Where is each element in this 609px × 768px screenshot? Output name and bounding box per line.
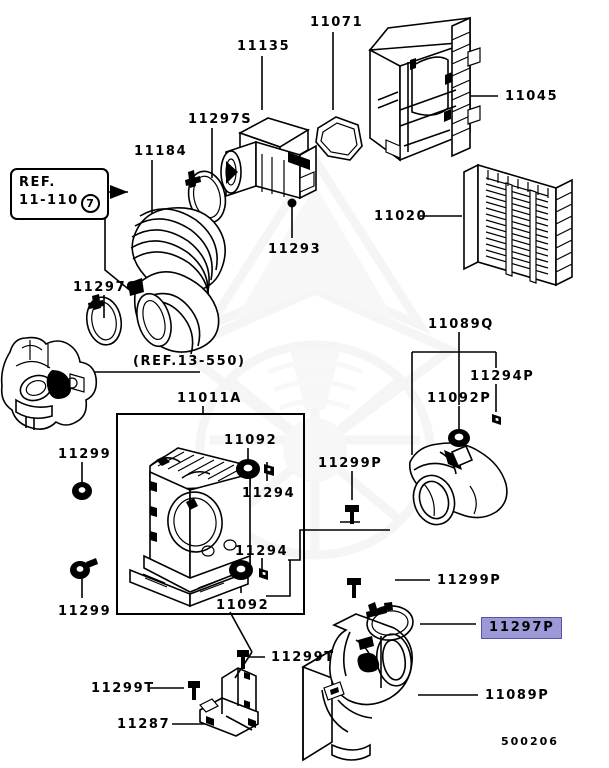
label-11135: 11135: [237, 39, 291, 54]
label-11089Q: 11089Q: [428, 317, 494, 332]
label-11287: 11287: [117, 717, 171, 732]
diagram-id-number: 500206: [501, 735, 559, 748]
label-11294-bot: 11294: [235, 544, 289, 559]
ref-note-13-550: (REF.13-550): [133, 354, 246, 369]
ref-box-circled-number: 7: [80, 193, 100, 213]
label-11092-top: 11092: [224, 433, 278, 448]
label-11299P-mid: 11299P: [318, 456, 383, 471]
label-11294-top: 11294: [242, 486, 296, 501]
label-11089P: 11089P: [485, 688, 550, 703]
label-11294P: 11294P: [470, 369, 535, 384]
group-frame-11011A: [116, 413, 305, 615]
label-11011A: 11011A: [177, 391, 242, 406]
label-11184: 11184: [134, 144, 188, 159]
label-11299-bot: 11299: [58, 604, 112, 619]
label-11297Q: 11297Q: [73, 280, 139, 295]
label-11071: 11071: [310, 15, 364, 30]
label-11299-top: 11299: [58, 447, 112, 462]
label-11293: 11293: [268, 242, 322, 257]
label-11020: 11020: [374, 209, 428, 224]
label-11297S: 11297S: [188, 112, 253, 127]
label-11299T-left: 11299T: [91, 681, 155, 696]
label-11297P-highlighted[interactable]: 11297P: [481, 617, 562, 639]
label-11092P: 11092P: [427, 391, 492, 406]
ref-box-number: 11-110: [19, 192, 79, 208]
label-11299P-bot: 11299P: [437, 573, 502, 588]
ref-box-line1: REF.: [19, 175, 56, 190]
label-11045: 11045: [505, 89, 559, 104]
label-11299T-right: 11299T: [271, 650, 335, 665]
label-11092-bot: 11092: [216, 598, 270, 613]
